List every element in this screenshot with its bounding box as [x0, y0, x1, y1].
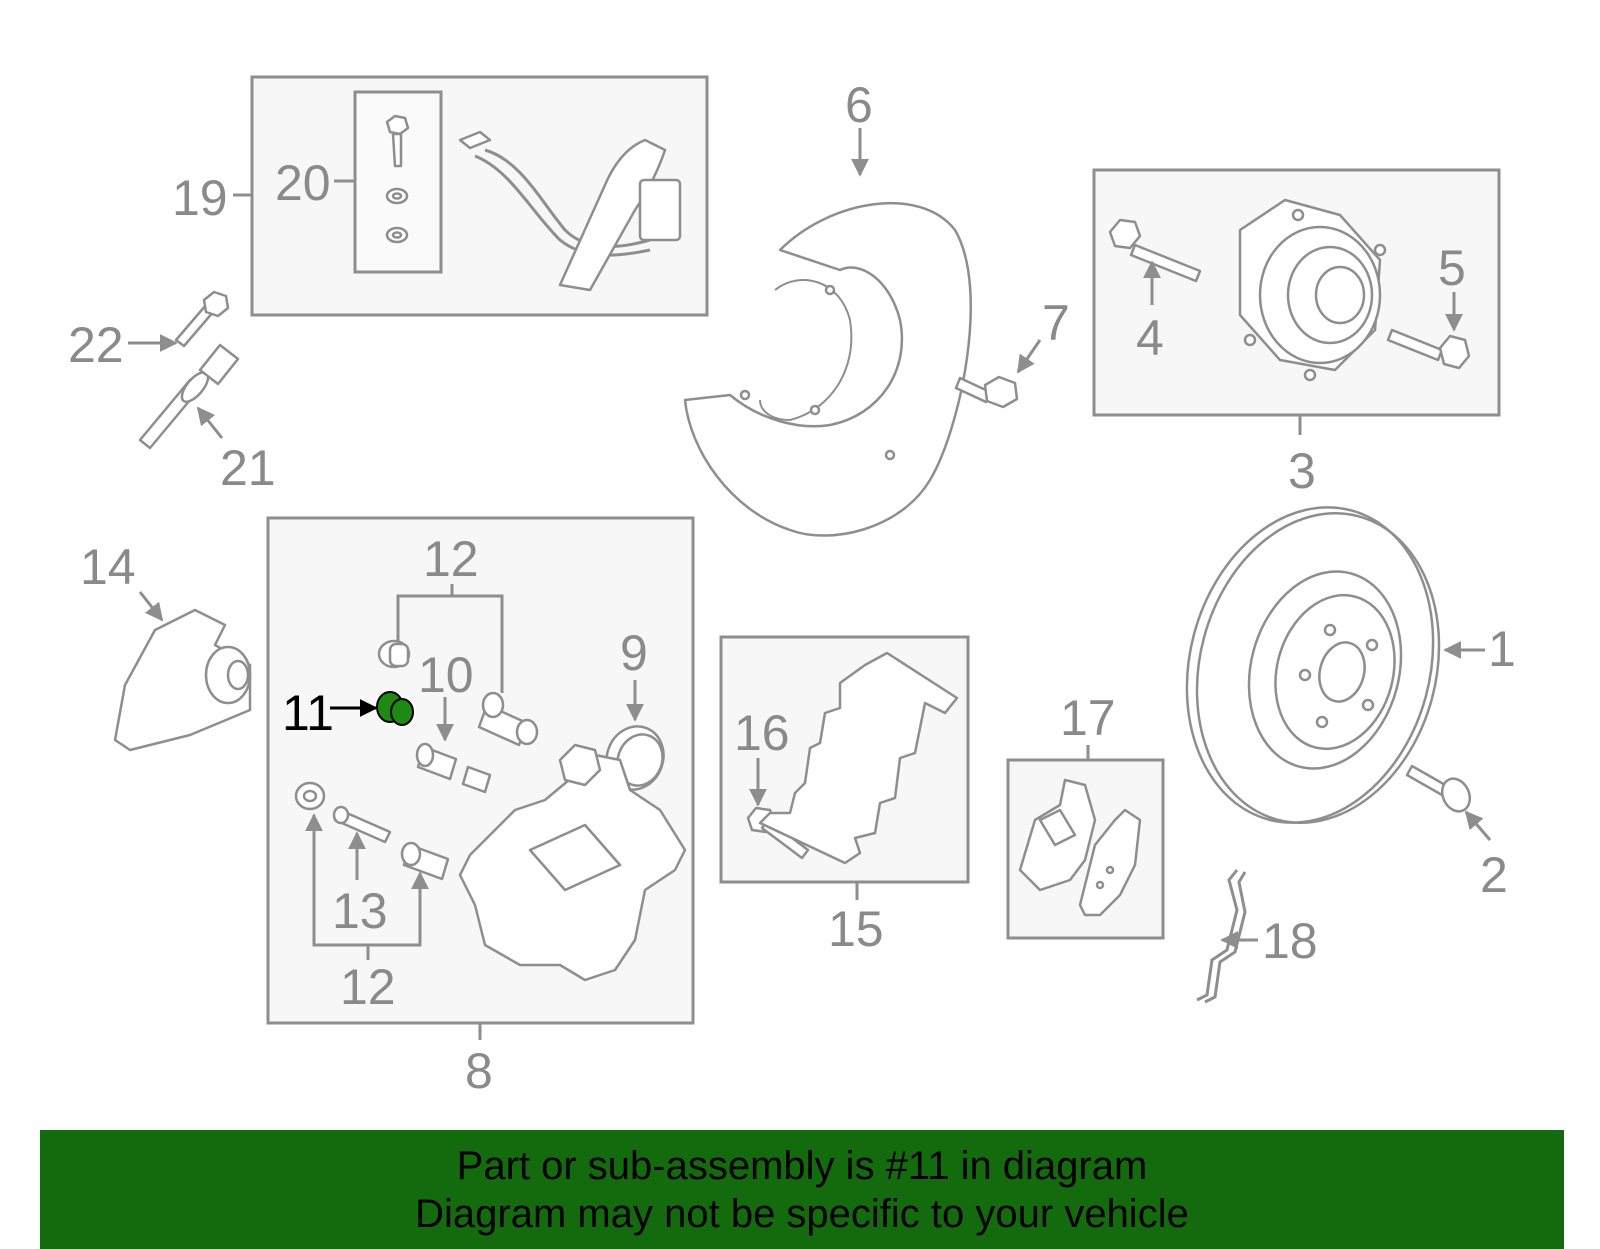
label-part-21: 21: [220, 440, 276, 496]
label-part-10: 10: [418, 647, 474, 703]
label-part-18: 18: [1262, 913, 1318, 969]
label-part-19: 19: [172, 170, 228, 226]
brake-pad-part-17[interactable]: [1018, 778, 1142, 917]
group-box-19: [250, 75, 709, 317]
label-part-20: 20: [275, 155, 331, 211]
boot-part-12-top[interactable]: [377, 639, 411, 669]
label-part-13: 13: [332, 883, 388, 939]
boot-part-12-bottom[interactable]: [294, 781, 326, 811]
wheel-speed-sensor-part-19[interactable]: [458, 130, 682, 292]
group-box-3: [1092, 168, 1501, 417]
label-part-1: 1: [1488, 621, 1516, 677]
label-part-3: 3: [1288, 443, 1316, 499]
highlighted-part-11[interactable]: [376, 691, 414, 726]
group-box-15: [719, 635, 970, 884]
bolt-part-20[interactable]: [385, 114, 410, 244]
sensor-part-21[interactable]: [138, 343, 240, 450]
label-part-12-top: 12: [423, 531, 479, 587]
label-part-4: 4: [1136, 310, 1164, 366]
bolt-part-4[interactable]: [1108, 218, 1202, 283]
group-box-8: [266, 516, 695, 1025]
sleeve-part-10[interactable]: [415, 742, 492, 794]
wear-sensor-part-18[interactable]: [1196, 869, 1247, 1004]
guide-pin-part-13[interactable]: [332, 805, 392, 844]
label-part-12-bottom: 12: [340, 959, 396, 1015]
label-part-8: 8: [465, 1043, 493, 1099]
label-part-5: 5: [1438, 240, 1466, 296]
bolt-part-2[interactable]: [1405, 764, 1475, 816]
label-part-17: 17: [1060, 690, 1116, 746]
caliper-body-part-8[interactable]: [458, 743, 687, 982]
group-box-17: [1006, 758, 1165, 940]
sleeve-part-12-bottom[interactable]: [400, 841, 450, 881]
label-part-11: 11: [282, 685, 334, 741]
bolt-part-5[interactable]: [1386, 328, 1471, 370]
sleeve-part-12[interactable]: [477, 691, 539, 747]
pad-shim-part-15[interactable]: [758, 651, 959, 865]
info-banner: Part or sub-assembly is #11 in diagram D…: [40, 1130, 1564, 1249]
banner-line-1: Part or sub-assembly is #11 in diagram: [456, 1144, 1148, 1188]
bolt-part-7[interactable]: [954, 375, 1019, 409]
bolt-part-22[interactable]: [174, 290, 230, 348]
label-part-6: 6: [845, 77, 873, 133]
brake-rotor-part-1[interactable]: [1153, 479, 1473, 850]
label-part-22: 22: [68, 317, 124, 373]
label-part-9: 9: [620, 625, 648, 681]
label-part-15: 15: [828, 901, 884, 957]
label-part-16: 16: [734, 705, 790, 761]
label-part-14: 14: [80, 539, 136, 595]
banner-line-2: Diagram may not be specific to your vehi…: [415, 1192, 1189, 1236]
dust-shield-part-6[interactable]: [683, 201, 972, 537]
actuator-part-14[interactable]: [113, 608, 252, 752]
label-part-2: 2: [1480, 847, 1508, 903]
label-part-7: 7: [1042, 295, 1070, 351]
wheel-hub-part-3[interactable]: [1238, 198, 1387, 382]
